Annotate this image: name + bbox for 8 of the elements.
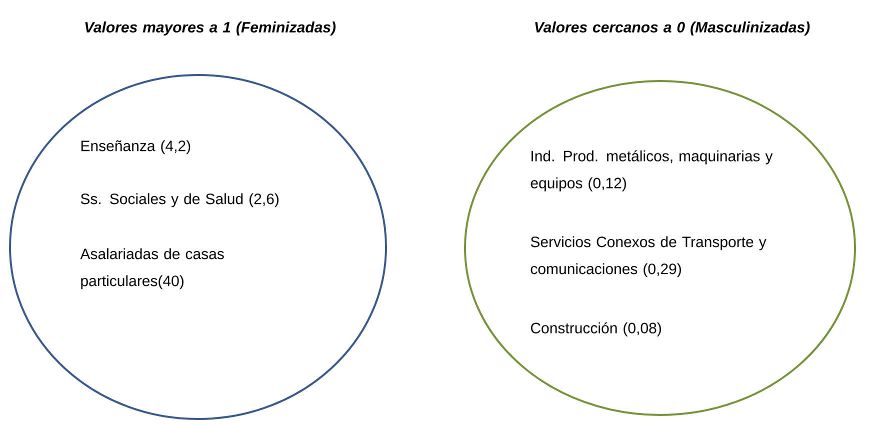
list-item: Ss. Sociales y de Salud (2,6): [80, 193, 278, 208]
list-item: Enseñanza (4,2): [81, 140, 190, 154]
list-item: Servicios Conexos de Transporte y comunicaciones (0,29): [530, 236, 766, 278]
heading: Valores cercanos a 0 (Masculinizadas): [535, 22, 810, 36]
list-item: Asalariadas de casas particulares(40): [80, 248, 224, 290]
list-item: Ind. Prod. metálicos, maquinarias y equipos (0,12): [530, 150, 773, 192]
heading: Valores mayores a 1 (Feminizadas): [85, 22, 336, 36]
list-item: Construcción (0,08): [530, 322, 661, 336]
